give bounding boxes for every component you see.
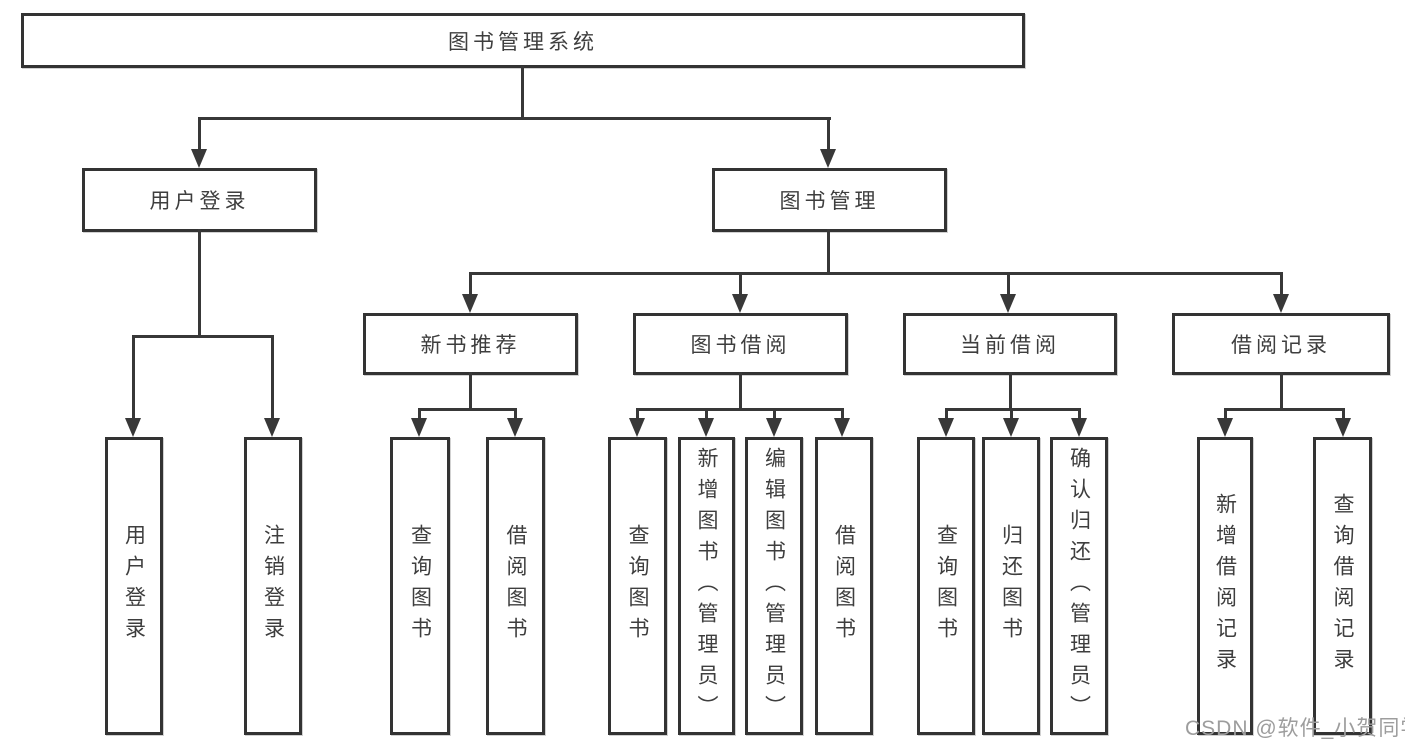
leaf-label: 查询图书	[934, 524, 958, 648]
leaf-borrow-books-newbook: 借阅图书	[486, 437, 545, 735]
connector-line	[739, 372, 742, 410]
arrow-down-icon	[507, 418, 523, 437]
connector-line	[636, 408, 639, 422]
arrow-down-icon	[462, 294, 478, 313]
node-book-management: 图书管理	[712, 168, 947, 232]
leaf-user-login: 用户登录	[105, 437, 163, 735]
node-library-management-system: 图书管理系统	[21, 13, 1025, 68]
arrow-down-icon	[732, 294, 748, 313]
connector-line	[469, 272, 472, 297]
leaf-label: 归还图书	[999, 524, 1023, 648]
node-label: 借阅记录	[1231, 334, 1331, 357]
connector-line	[1224, 408, 1227, 422]
arrow-down-icon	[834, 418, 850, 437]
connector-line	[469, 372, 472, 410]
connector-line	[1009, 372, 1012, 410]
leaf-logout: 注销登录	[244, 437, 302, 735]
connector-line	[705, 408, 708, 422]
leaf-add-borrow-record: 新增借阅记录	[1197, 437, 1253, 735]
node-label: 图书管理	[779, 190, 880, 213]
leaf-add-books-admin: 新增图书（管理员）	[678, 437, 735, 735]
leaf-label: 编辑图书（管理员）	[762, 446, 786, 726]
connector-line	[739, 272, 742, 297]
leaf-query-books-newbook: 查询图书	[390, 437, 450, 735]
node-borrowing-records: 借阅记录	[1172, 313, 1390, 375]
node-label: 当前借阅	[960, 334, 1060, 357]
connector-line	[636, 408, 844, 411]
arrow-down-icon	[1273, 294, 1289, 313]
leaf-query-books-borrow: 查询图书	[608, 437, 667, 735]
connector-line	[418, 408, 421, 422]
connector-line	[418, 408, 517, 411]
arrow-down-icon	[1217, 418, 1233, 437]
connector-line	[945, 408, 948, 422]
connector-line	[945, 408, 1081, 411]
connector-line	[514, 408, 517, 422]
leaf-confirm-return-admin: 确认归还（管理员）	[1050, 437, 1108, 735]
leaf-return-books: 归还图书	[982, 437, 1040, 735]
leaf-label: 借阅图书	[504, 524, 527, 648]
arrow-down-icon	[1000, 294, 1016, 313]
connector-line	[1007, 272, 1010, 297]
connector-line	[198, 229, 201, 337]
node-new-book-recommendation: 新书推荐	[363, 313, 578, 375]
node-label: 图书借阅	[690, 334, 791, 357]
leaf-edit-books-admin: 编辑图书（管理员）	[745, 437, 803, 735]
watermark: CSDN @软件_小贺同学	[1185, 717, 1405, 740]
connector-line	[271, 335, 274, 421]
leaf-label: 新增借阅记录	[1213, 493, 1237, 679]
leaf-label: 借阅图书	[832, 524, 856, 648]
connector-line	[1342, 408, 1345, 422]
connector-line	[521, 66, 524, 119]
arrow-down-icon	[411, 418, 427, 437]
connector-line	[198, 117, 831, 120]
arrow-down-icon	[264, 418, 280, 437]
arrow-down-icon	[125, 418, 141, 437]
connector-line	[1224, 408, 1345, 411]
leaf-label: 查询图书	[408, 524, 432, 648]
arrow-down-icon	[629, 418, 645, 437]
node-label: 图书管理系统	[448, 30, 598, 54]
node-current-borrowing: 当前借阅	[903, 313, 1117, 375]
connector-line	[841, 408, 844, 422]
connector-line	[827, 229, 830, 274]
arrow-down-icon	[698, 418, 714, 437]
connector-line	[1078, 408, 1081, 422]
connector-line	[132, 335, 135, 421]
arrow-down-icon	[1335, 418, 1351, 437]
arrow-down-icon	[766, 418, 782, 437]
arrow-down-icon	[938, 418, 954, 437]
arrow-down-icon	[191, 149, 207, 168]
leaf-query-borrow-record: 查询借阅记录	[1313, 437, 1372, 735]
arrow-down-icon	[1071, 418, 1087, 437]
connector-line	[198, 117, 201, 151]
node-label: 新书推荐	[420, 334, 521, 357]
leaf-label: 确认归还（管理员）	[1067, 446, 1091, 726]
leaf-label: 注销登录	[261, 524, 285, 648]
connector-line	[1280, 272, 1283, 297]
node-book-borrowing: 图书借阅	[633, 313, 848, 375]
arrow-down-icon	[1003, 418, 1019, 437]
connector-line	[827, 117, 830, 151]
connector-line	[773, 408, 776, 422]
leaf-query-books-current: 查询图书	[917, 437, 975, 735]
arrow-down-icon	[820, 149, 836, 168]
leaf-label: 用户登录	[122, 524, 146, 648]
connector-line	[469, 272, 1283, 275]
connector-line	[1010, 408, 1013, 422]
connector-line	[1280, 372, 1283, 410]
leaf-label: 查询借阅记录	[1331, 493, 1354, 679]
node-label: 用户登录	[149, 190, 250, 213]
node-user-login: 用户登录	[82, 168, 317, 232]
leaf-label: 新增图书（管理员）	[695, 446, 718, 726]
leaf-label: 查询图书	[626, 524, 649, 648]
leaf-borrow-books-borrow: 借阅图书	[815, 437, 873, 735]
connector-line	[132, 335, 274, 338]
